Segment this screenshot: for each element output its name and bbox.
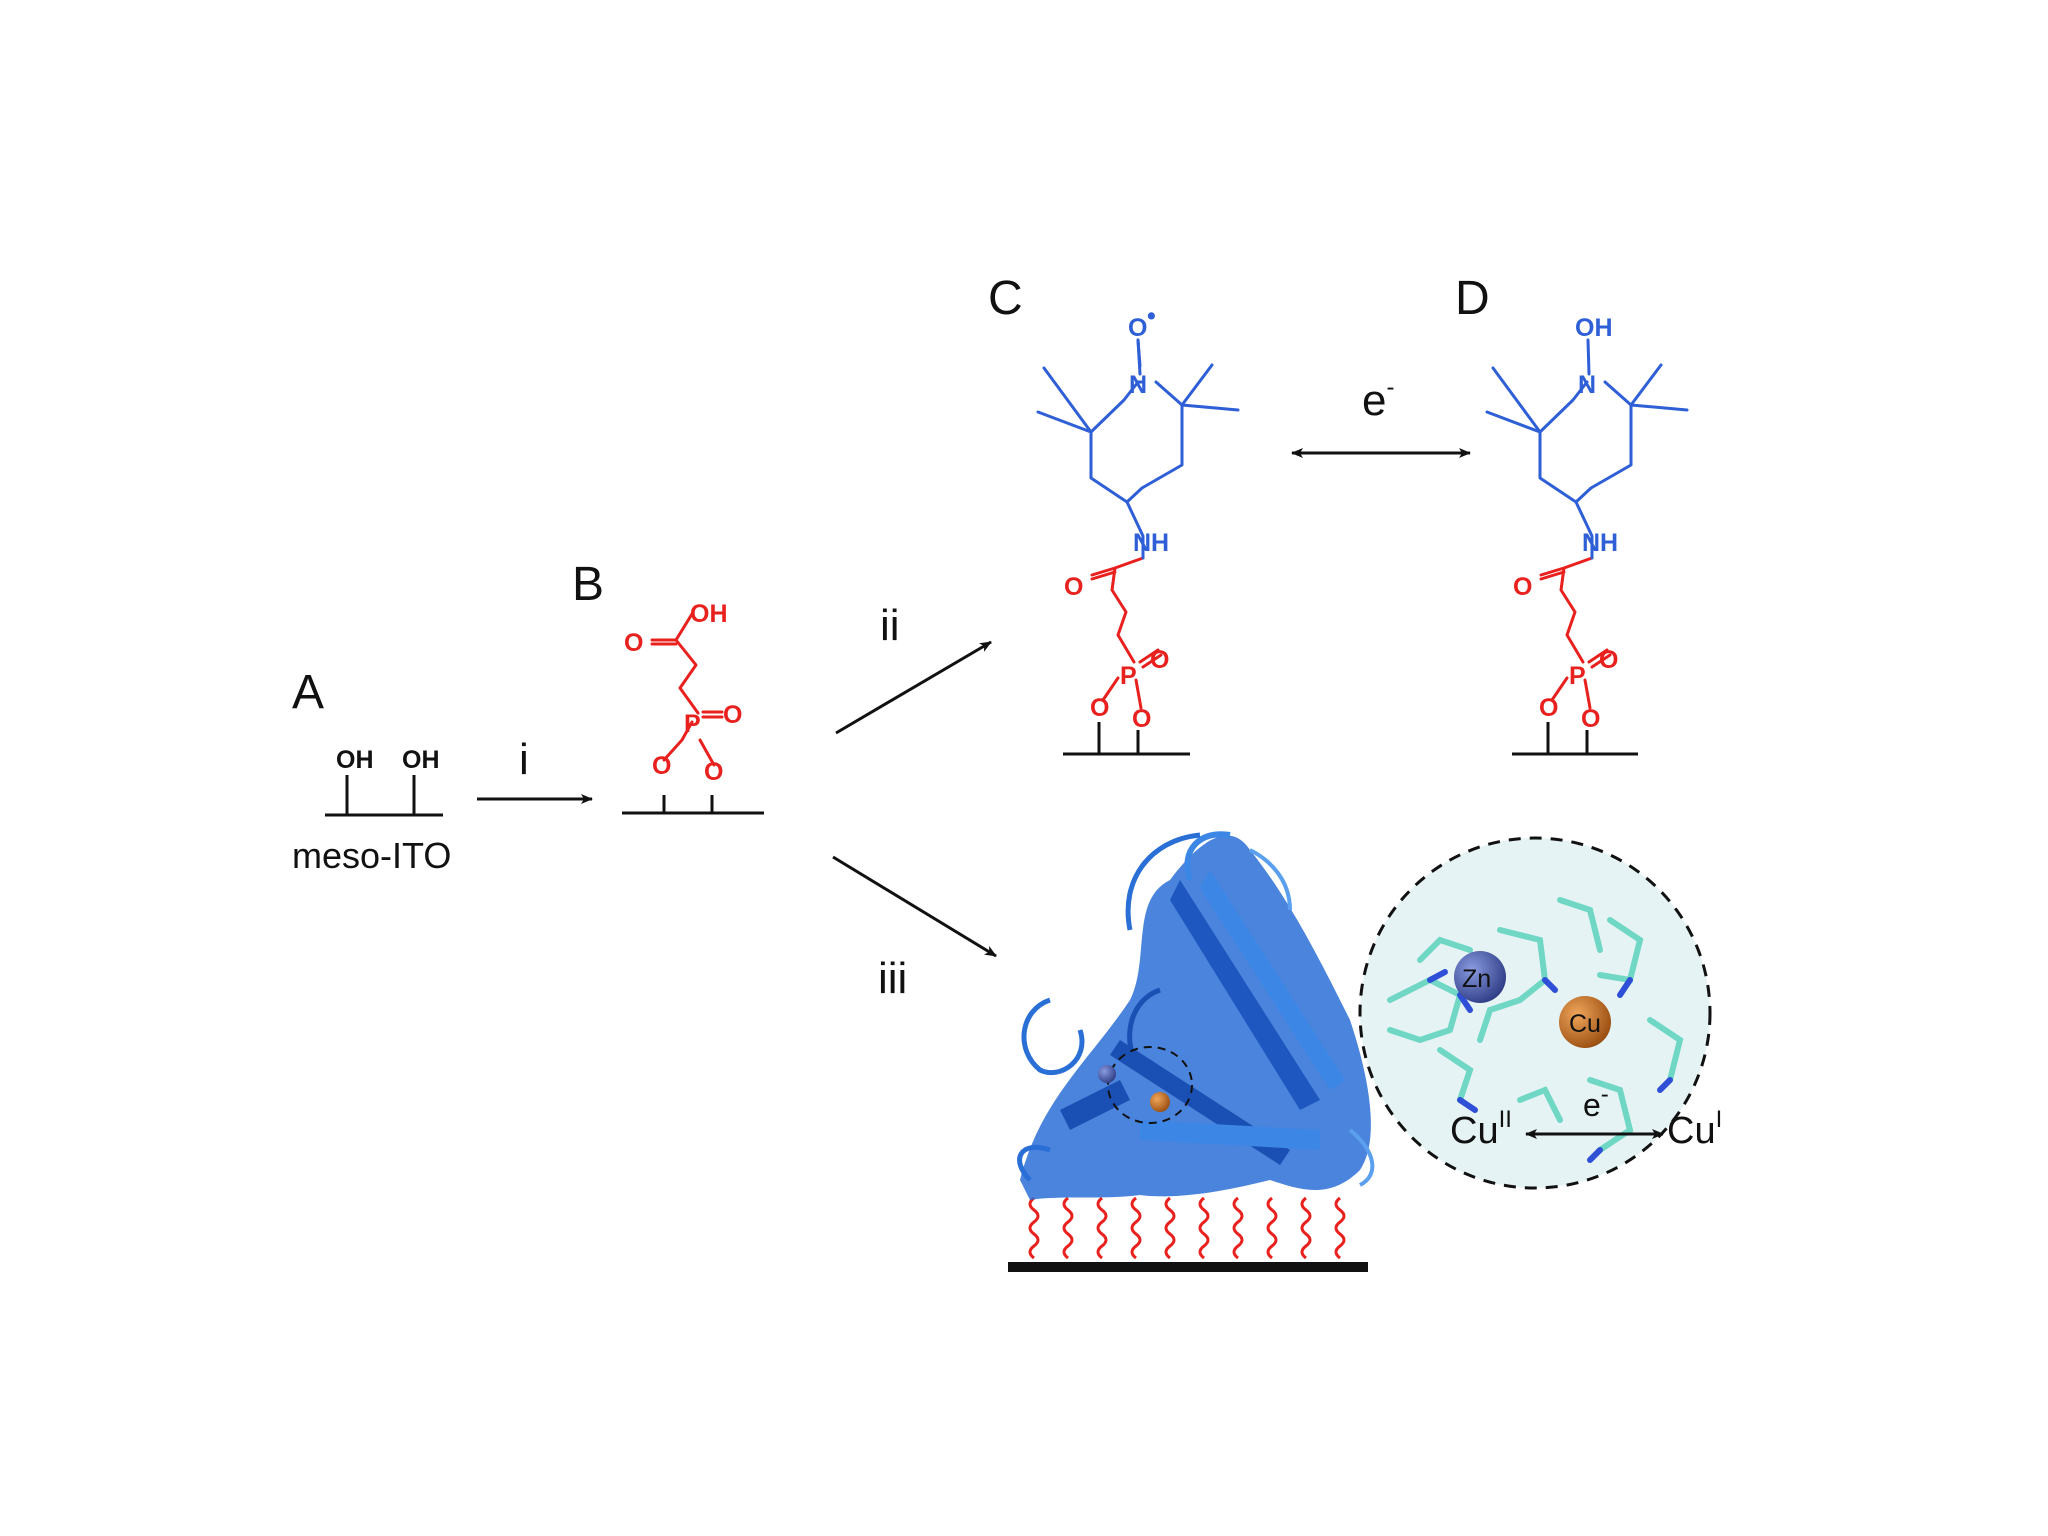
- phosphoryl-oxygen: O: [1599, 646, 1618, 674]
- amide-nh: NH: [1582, 529, 1618, 557]
- immobilized-enzyme: [1008, 831, 1375, 1272]
- radical-dot: •: [1147, 302, 1156, 330]
- panel-a: A OH OH meso-ITO: [292, 666, 451, 876]
- tempo-nitrogen: N: [1578, 371, 1596, 399]
- panel-c: C P O O O O NH N O •: [988, 272, 1240, 756]
- phosphorus-atom: P: [1120, 662, 1137, 690]
- panel-a-label: A: [292, 666, 324, 719]
- step-ii-arrow: [835, 640, 992, 735]
- phosphorus-atom: P: [684, 710, 701, 738]
- active-site-zoom: Zn Cu CuII e- CuI: [1358, 836, 1722, 1190]
- carbonyl-oxygen: O: [1513, 573, 1532, 601]
- hydroxylamine-oh: OH: [1575, 314, 1613, 342]
- panel-d-label: D: [1455, 272, 1490, 325]
- carbonyl-oxygen: O: [1064, 573, 1083, 601]
- step-iii: iii: [832, 855, 997, 1003]
- phosphoryl-oxygen: O: [1150, 646, 1169, 674]
- ester-oxygen: O: [1581, 705, 1600, 733]
- tempo-h-ring: [1485, 338, 1689, 560]
- linker-red: [1539, 556, 1612, 710]
- redox-c-d: e-: [1291, 374, 1471, 458]
- electrode-surface: [1008, 1262, 1368, 1272]
- step-iii-label: iii: [878, 954, 907, 1003]
- carbonyl-oxygen: O: [624, 629, 643, 657]
- ester-oxygen: O: [1132, 705, 1151, 733]
- phosphoryl-oxygen: O: [723, 701, 742, 729]
- phosphorus-atom: P: [1569, 662, 1586, 690]
- zoom-outline: [1358, 836, 1712, 1190]
- hydroxyl-group: OH: [402, 746, 440, 774]
- panel-c-label: C: [988, 272, 1023, 325]
- step-i-label: i: [519, 735, 529, 784]
- electron-label: e-: [1362, 374, 1394, 425]
- cu-atom: [1559, 996, 1611, 1048]
- amide-nh: NH: [1133, 529, 1169, 557]
- phosphonate-linker: [650, 612, 724, 767]
- cu-electron-label: e-: [1583, 1081, 1609, 1123]
- step-ii-label: ii: [880, 601, 900, 650]
- tempo-nitrogen: N: [1129, 371, 1147, 399]
- cu-atom-small: [1150, 1092, 1170, 1112]
- cu-label: Cu: [1569, 1010, 1601, 1038]
- ester-oxygen: O: [704, 758, 723, 786]
- active-site-marker: [1107, 1046, 1193, 1124]
- cu-ii-label: CuII: [1450, 1106, 1512, 1152]
- residue-sticks: [1387, 897, 1684, 1153]
- linker-red: [1090, 556, 1163, 710]
- zn-atom: [1454, 951, 1506, 1003]
- step-i: i: [477, 735, 593, 804]
- zn-label: Zn: [1462, 965, 1491, 993]
- panel-b-label: B: [572, 558, 604, 611]
- zn-atom-small: [1098, 1065, 1116, 1083]
- hydroxyl-group: OH: [336, 746, 374, 774]
- ester-oxygen: O: [1090, 694, 1109, 722]
- residue-nitrogens: [1427, 969, 1673, 1163]
- meso-ito-label: meso-ITO: [292, 835, 451, 876]
- step-ii: ii: [835, 601, 992, 735]
- sam-linkers: [1028, 1196, 1346, 1260]
- carboxyl-hydroxyl: OH: [690, 600, 728, 628]
- nitroxyl-oxygen: O: [1128, 314, 1147, 342]
- step-iii-arrow: [832, 855, 997, 958]
- panel-d: D P O O O O NH N OH: [1455, 272, 1689, 756]
- protein-ribbon: [1017, 831, 1375, 1200]
- cu-i-label: CuI: [1667, 1106, 1722, 1152]
- ester-oxygen: O: [652, 752, 671, 780]
- ester-oxygen: O: [1539, 694, 1558, 722]
- n-o-bond: [1136, 338, 1142, 368]
- panel-b: B P O O O O OH: [572, 558, 764, 815]
